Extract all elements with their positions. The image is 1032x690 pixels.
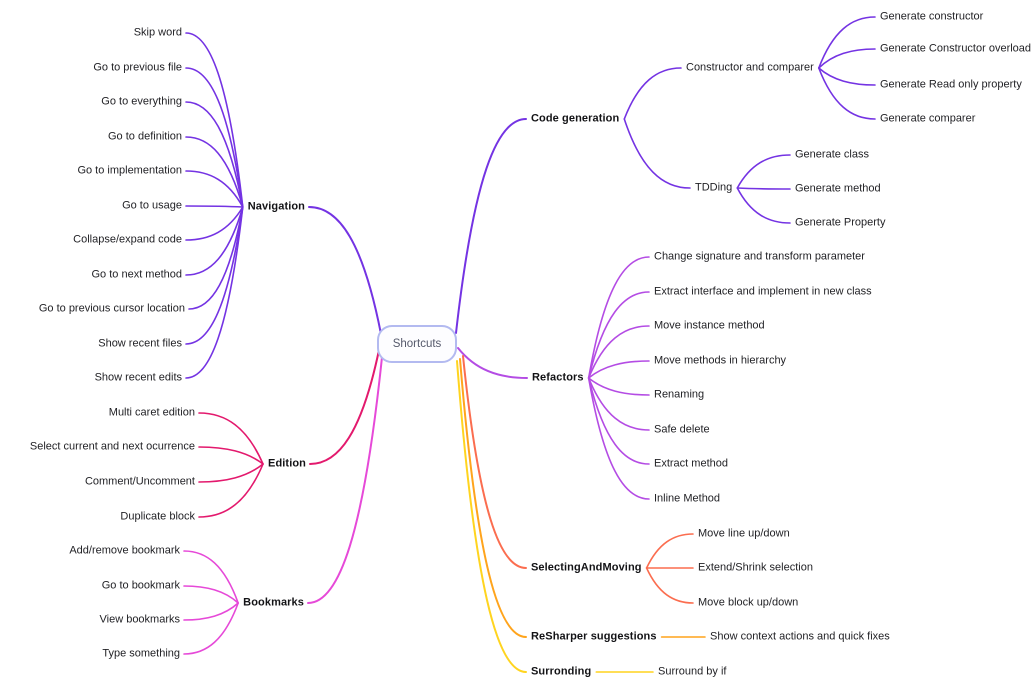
node-renaming[interactable]: Renaming bbox=[654, 388, 705, 401]
node-move-methods-in-hierarchy[interactable]: Move methods in hierarchy bbox=[654, 354, 787, 367]
link-surronding bbox=[456, 360, 527, 673]
link-edition-select-current-and-next-ocurrence bbox=[198, 446, 264, 465]
link-selectingandmoving bbox=[462, 355, 527, 569]
link-resharper-suggestions bbox=[459, 358, 527, 638]
link-navigation-show-recent-files bbox=[185, 206, 244, 345]
link-constructor-and-comparer-generate-comparer bbox=[817, 67, 876, 120]
node-generate-class[interactable]: Generate class bbox=[795, 148, 869, 161]
node-show-context-actions-and-quick-fixes[interactable]: Show context actions and quick fixes bbox=[710, 630, 890, 643]
link-navigation-go-to-usage bbox=[185, 205, 244, 208]
link-bookmarks bbox=[307, 356, 383, 604]
node-extend-shrink-selection[interactable]: Extend/Shrink selection bbox=[698, 561, 813, 574]
link-selectingandmoving-move-line-up-down bbox=[645, 533, 694, 569]
node-go-to-usage[interactable]: Go to usage bbox=[122, 199, 182, 212]
node-move-line-up-down[interactable]: Move line up/down bbox=[698, 527, 790, 540]
node-go-to-previous-file[interactable]: Go to previous file bbox=[93, 61, 182, 74]
link-navigation-collapse-expand-code bbox=[185, 206, 244, 241]
branch-code-generation[interactable]: Code generation bbox=[531, 112, 620, 125]
link-navigation-go-to-previous-cursor-location bbox=[188, 206, 244, 310]
link-edition-duplicate-block bbox=[198, 463, 264, 518]
branch-edition[interactable]: Edition bbox=[268, 457, 306, 470]
node-view-bookmarks[interactable]: View bookmarks bbox=[99, 613, 181, 626]
node-go-to-bookmark[interactable]: Go to bookmark bbox=[101, 579, 180, 592]
link-bookmarks-add-remove-bookmark bbox=[183, 550, 239, 604]
node-comment-uncomment[interactable]: Comment/Uncomment bbox=[84, 475, 195, 488]
node-duplicate-block[interactable]: Duplicate block bbox=[120, 510, 195, 523]
link-edition-multi-caret-edition bbox=[198, 412, 264, 465]
link-navigation-show-recent-edits bbox=[185, 206, 244, 379]
link-edition-comment-uncomment bbox=[198, 463, 264, 483]
node-generate-read-only-property[interactable]: Generate Read only property bbox=[880, 78, 1022, 91]
node-tdding[interactable]: TDDing bbox=[695, 181, 733, 194]
link-constructor-and-comparer-generate-constructor-overload bbox=[817, 48, 876, 69]
node-surround-by-if[interactable]: Surround by if bbox=[658, 665, 727, 678]
link-navigation-go-to-everything bbox=[185, 101, 244, 208]
link-refactors-inline-method bbox=[587, 377, 650, 500]
link-navigation-skip-word bbox=[185, 32, 244, 208]
node-change-signature-and-transform-parameter[interactable]: Change signature and transform parameter bbox=[654, 250, 865, 263]
node-move-block-up-down[interactable]: Move block up/down bbox=[698, 596, 799, 609]
node-constructor-and-comparer[interactable]: Constructor and comparer bbox=[686, 61, 814, 74]
center-node-label: Shortcuts bbox=[392, 338, 442, 350]
branch-surronding[interactable]: Surronding bbox=[531, 665, 592, 678]
link-tdding-generate-method bbox=[736, 187, 791, 190]
node-extract-method[interactable]: Extract method bbox=[654, 457, 728, 470]
node-generate-constructor-overload[interactable]: Generate Constructor overload bbox=[880, 42, 1032, 55]
node-go-to-next-method[interactable]: Go to next method bbox=[91, 268, 183, 281]
branch-bookmarks[interactable]: Bookmarks bbox=[243, 596, 304, 609]
branch-resharper-suggestions[interactable]: ReSharper suggestions bbox=[531, 630, 657, 643]
node-safe-delete[interactable]: Safe delete bbox=[654, 423, 710, 436]
link-bookmarks-go-to-bookmark bbox=[183, 585, 239, 604]
node-collapse-expand-code[interactable]: Collapse/expand code bbox=[73, 233, 182, 246]
link-bookmarks-type-something bbox=[183, 602, 239, 655]
link-refactors-move-methods-in-hierarchy bbox=[587, 360, 650, 379]
link-constructor-and-comparer-generate-constructor bbox=[817, 16, 876, 69]
link-navigation-go-to-implementation bbox=[185, 170, 244, 208]
node-go-to-implementation[interactable]: Go to implementation bbox=[77, 164, 182, 177]
link-refactors-move-instance-method bbox=[587, 325, 650, 379]
node-show-recent-edits[interactable]: Show recent edits bbox=[94, 371, 182, 384]
branch-refactors[interactable]: Refactors bbox=[532, 371, 584, 384]
link-refactors-renaming bbox=[587, 377, 650, 396]
link-refactors-safe-delete bbox=[587, 377, 650, 431]
node-inline-method[interactable]: Inline Method bbox=[654, 492, 721, 505]
link-code-generation-constructor-and-comparer bbox=[623, 67, 682, 120]
node-generate-constructor[interactable]: Generate constructor bbox=[880, 10, 984, 23]
node-add-remove-bookmark[interactable]: Add/remove bookmark bbox=[69, 544, 180, 557]
node-generate-comparer[interactable]: Generate comparer bbox=[880, 112, 976, 125]
link-refactors-extract-interface-and-implement-in-new-class bbox=[587, 291, 650, 379]
link-code-generation-tdding bbox=[623, 118, 691, 189]
branch-navigation[interactable]: Navigation bbox=[247, 200, 305, 213]
link-code-generation bbox=[455, 118, 527, 334]
node-go-to-definition[interactable]: Go to definition bbox=[108, 130, 182, 143]
link-edition bbox=[309, 349, 380, 465]
node-go-to-everything[interactable]: Go to everything bbox=[101, 95, 182, 108]
node-type-something[interactable]: Type something bbox=[102, 647, 180, 660]
link-tdding-generate-class bbox=[736, 154, 791, 189]
node-move-instance-method[interactable]: Move instance method bbox=[654, 319, 765, 332]
link-constructor-and-comparer-generate-read-only-property bbox=[817, 67, 876, 86]
link-bookmarks-view-bookmarks bbox=[183, 602, 239, 621]
node-generate-method[interactable]: Generate method bbox=[795, 182, 881, 195]
branch-selectingandmoving[interactable]: SelectingAndMoving bbox=[531, 561, 642, 574]
link-selectingandmoving-move-block-up-down bbox=[645, 567, 694, 604]
link-navigation-go-to-next-method bbox=[185, 206, 244, 276]
link-navigation bbox=[308, 206, 382, 335]
node-show-recent-files[interactable]: Show recent files bbox=[98, 337, 182, 350]
link-tdding-generate-property bbox=[736, 187, 791, 224]
node-multi-caret-edition[interactable]: Multi caret edition bbox=[108, 406, 195, 419]
link-refactors-change-signature-and-transform-parameter bbox=[587, 256, 650, 379]
node-generate-property[interactable]: Generate Property bbox=[795, 216, 886, 229]
node-extract-interface-and-implement-in-new-class[interactable]: Extract interface and implement in new c… bbox=[654, 285, 872, 298]
link-refactors bbox=[457, 347, 528, 379]
link-navigation-go-to-definition bbox=[185, 136, 244, 208]
link-navigation-go-to-previous-file bbox=[185, 67, 244, 208]
link-refactors-extract-method bbox=[587, 377, 650, 465]
node-skip-word[interactable]: Skip word bbox=[133, 26, 182, 39]
center-node[interactable]: Shortcuts bbox=[377, 325, 457, 363]
node-go-to-previous-cursor-location[interactable]: Go to previous cursor location bbox=[38, 302, 185, 315]
node-select-current-and-next-ocurrence[interactable]: Select current and next ocurrence bbox=[29, 440, 195, 453]
